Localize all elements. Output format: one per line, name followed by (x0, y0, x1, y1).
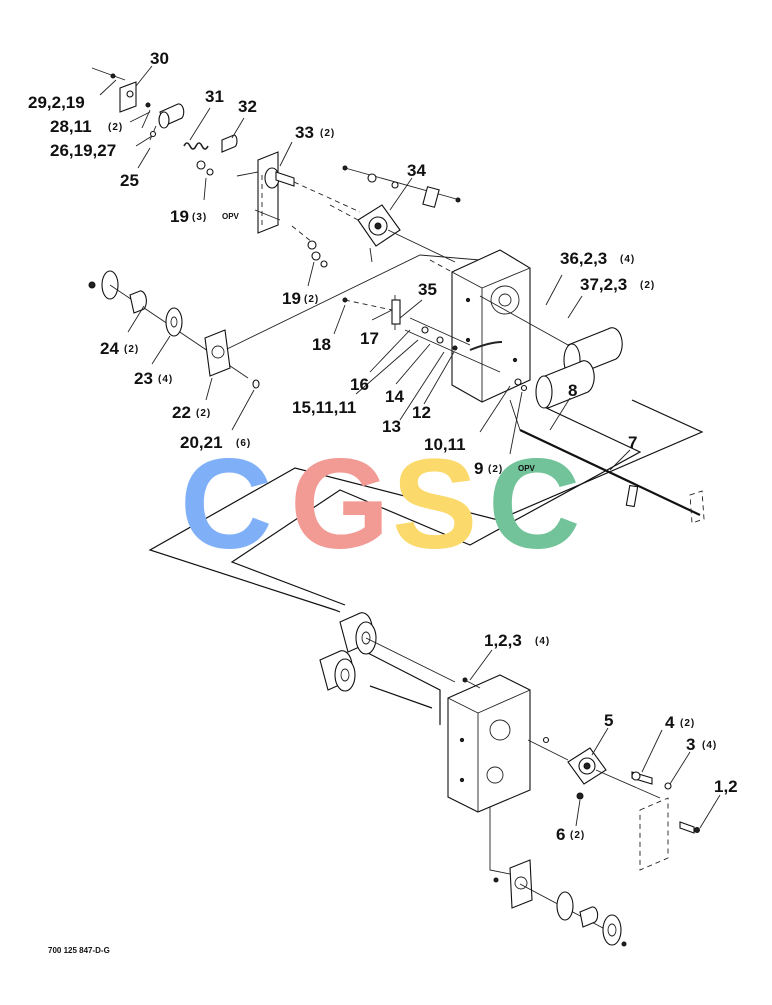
watermark-letter-c1: C (180, 433, 272, 576)
callout-34: 34 (407, 161, 426, 180)
callout-9: 9 (474, 459, 483, 478)
upper-right-rollers (479, 295, 623, 409)
callout-8: 8 (568, 381, 577, 400)
drawing-code: 700 125 847-D-G (48, 946, 110, 955)
watermark-letter-s: S (392, 433, 477, 576)
flange-5 (527, 736, 661, 799)
watermark-letter-g: G (290, 433, 390, 576)
callout-labels: 30 29,2,19 28,11 (2) 26,19,27 25 31 32 3… (28, 49, 738, 844)
linkage-12-17 (342, 295, 528, 392)
callout-19-opv: 19 (170, 207, 189, 226)
callout-19-two: 19 (282, 289, 301, 308)
upper-gearbox-housing (429, 249, 531, 403)
callout-7: 7 (628, 433, 637, 452)
callout-35: 35 (418, 280, 437, 299)
callout-23-qty: (4) (158, 374, 173, 385)
callout-15-11-11: 15,11,11 (292, 398, 356, 417)
callout-33: 33 (295, 123, 314, 142)
callout-29-2-19: 29,2,19 (28, 93, 85, 112)
bracket-33 (254, 151, 361, 234)
callout-36-qty: (4) (620, 254, 635, 265)
callout-23: 23 (134, 369, 153, 388)
callout-14: 14 (385, 387, 404, 406)
callout-1-2: 1,2 (714, 777, 738, 796)
callout-20-21-qty: (6) (236, 438, 251, 449)
callout-32: 32 (238, 97, 257, 116)
belt-routing-lines (148, 165, 704, 879)
callout-36-2-3: 36,2,3 (560, 249, 607, 268)
callout-20-21: 20,21 (180, 433, 223, 452)
sensor-clip-assembly (342, 165, 461, 208)
callout-5: 5 (604, 711, 613, 730)
callout-22: 22 (172, 403, 191, 422)
spring-31 (183, 142, 209, 150)
washer-6 (576, 792, 584, 800)
callout-16: 16 (350, 375, 369, 394)
washers-19 (291, 225, 328, 268)
cgsc-watermark: C G S C (180, 433, 580, 576)
callout-19-opv-tag: OPV (222, 212, 240, 221)
callout-26-19-27: 26,19,27 (50, 141, 116, 160)
callout-6-qty: (2) (570, 830, 585, 841)
right-hardware-4-3 (631, 771, 700, 871)
callout-4: 4 (665, 713, 675, 732)
callout-9-opv: OPV (518, 464, 536, 473)
callout-19-two-qty: (2) (304, 294, 319, 305)
callout-3: 3 (686, 735, 695, 754)
spacer-32 (221, 134, 238, 153)
callout-22-qty: (2) (196, 408, 211, 419)
lower-gearbox-housing (447, 674, 531, 813)
callout-12: 12 (412, 403, 431, 422)
callout-31: 31 (205, 87, 224, 106)
shaft-7 (509, 399, 705, 524)
callout-28-11-qty: (2) (108, 122, 123, 133)
latch-30-assembly (91, 67, 214, 176)
callout-37-qty: (2) (640, 280, 655, 291)
lower-rollers (319, 612, 456, 692)
callout-19-opv-qty: (3) (192, 212, 207, 223)
callout-37-2-3: 37,2,3 (580, 275, 627, 294)
callout-24: 24 (100, 339, 119, 358)
callout-24-qty: (2) (124, 344, 139, 355)
callout-1-2-3-qty: (4) (535, 636, 550, 647)
callout-10-11: 10,11 (424, 435, 466, 454)
callout-6: 6 (556, 825, 565, 844)
callout-17: 17 (360, 329, 379, 348)
callout-28-11: 28,11 (50, 117, 92, 136)
watermark-letter-c2: C (488, 433, 580, 576)
flange-34 (329, 204, 456, 263)
left-roller-group (88, 270, 260, 389)
callout-13: 13 (382, 417, 401, 436)
callout-4-qty: (2) (680, 718, 695, 729)
callout-33-qty: (2) (320, 128, 335, 139)
callout-25: 25 (120, 171, 139, 190)
callout-9-qty: (2) (488, 464, 503, 475)
callout-1-2-3: 1,2,3 (484, 631, 522, 650)
leader-lines (99, 65, 721, 829)
bottom-plate-rollers (493, 859, 627, 947)
callout-3-qty: (4) (702, 740, 717, 751)
callout-18: 18 (312, 335, 331, 354)
callout-30: 30 (150, 49, 169, 68)
